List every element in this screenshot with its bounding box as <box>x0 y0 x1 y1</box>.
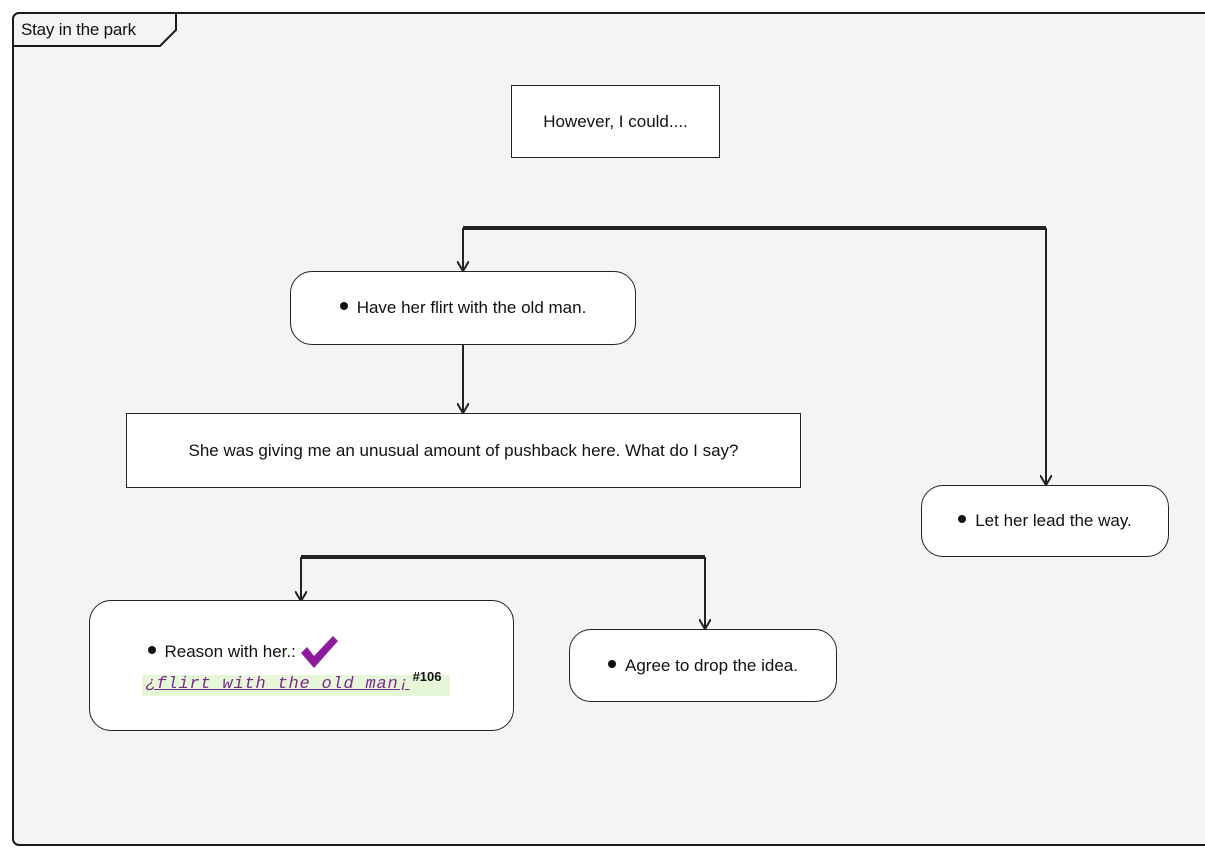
flirt-option-label: Have her flirt with the old man. <box>356 298 587 317</box>
bullet-icon <box>608 659 617 668</box>
lead-option-label: Let her lead the way. <box>975 511 1132 530</box>
pushback-text: She was giving me an unusual amount of p… <box>188 440 739 460</box>
flirt-option-node[interactable]: Have her flirt with the old man. <box>290 271 636 345</box>
reference-highlight: ¿ flirt with the old man ¡ #106 <box>141 669 450 696</box>
reference-number: #106 <box>412 669 442 684</box>
intro-text: However, I could.... <box>543 111 688 131</box>
bullet-icon <box>958 515 967 523</box>
intro-note: However, I could.... <box>511 85 720 158</box>
bullet-icon <box>339 302 348 310</box>
frame-title: Stay in the park <box>21 20 136 39</box>
reason-option-node[interactable]: Reason with her.: ¿ flirt with the old m… <box>89 600 514 731</box>
reference-close-mark: ¡ <box>398 675 410 694</box>
lead-option-node[interactable]: Let her lead the way. <box>921 485 1169 557</box>
drop-option-node[interactable]: Agree to drop the idea. <box>569 629 837 702</box>
pushback-note: She was giving me an unusual amount of p… <box>126 413 801 488</box>
reason-option-label: Reason with her.: <box>164 642 296 661</box>
reference-open-mark: ¿ <box>145 675 157 694</box>
checkmark-icon <box>300 636 338 668</box>
bullet-icon <box>147 646 156 654</box>
drop-option-label: Agree to drop the idea. <box>625 655 798 675</box>
reference-link[interactable]: flirt with the old man <box>156 675 399 694</box>
